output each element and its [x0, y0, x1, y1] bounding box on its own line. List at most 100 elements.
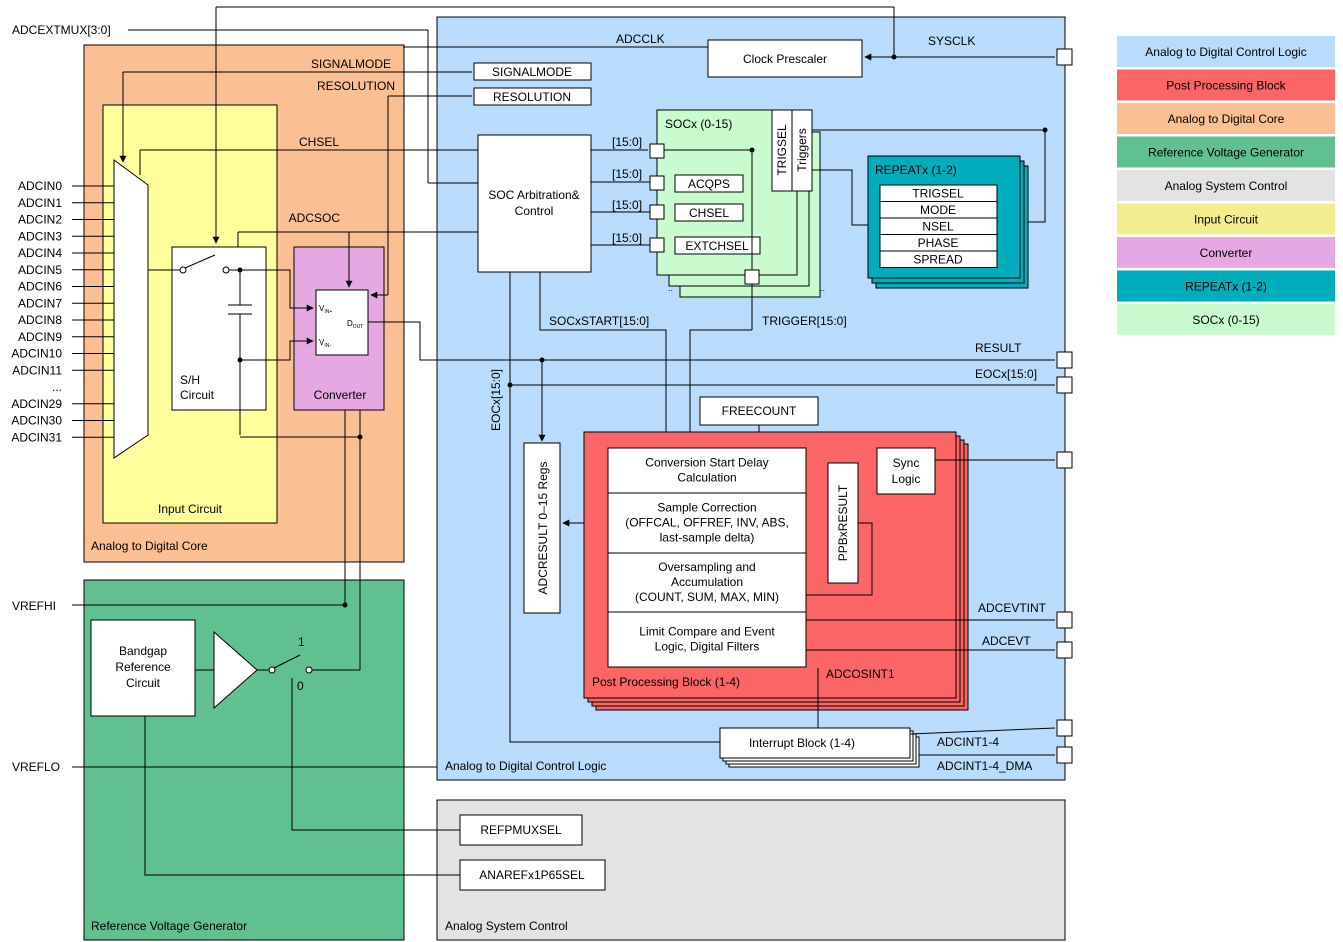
anarefx-label: ANAREFx1P65SEL — [479, 868, 585, 882]
sync-label-2: Logic — [892, 472, 921, 486]
anarefx-reg — [459, 859, 606, 891]
ppb-row-label: (COUNT, SUM, MAX, MIN) — [635, 590, 779, 604]
ppbxresult-reg — [827, 462, 859, 584]
ppb-row — [607, 552, 807, 613]
adcclk-label: ADCCLK — [616, 32, 665, 46]
refpmuxsel-reg — [459, 814, 583, 846]
ppb-row-label: Oversampling and — [658, 560, 755, 574]
svg-text:VIN+: VIN+ — [319, 304, 332, 315]
repeat-register-label: TRIGSEL — [912, 187, 964, 201]
freecount-label: FREECOUNT — [722, 404, 797, 418]
legend-swatch — [1117, 136, 1335, 168]
repeat-register-label: SPREAD — [913, 253, 963, 267]
legend-swatch — [1117, 304, 1335, 335]
legend-item-label: Input Circuit — [1194, 213, 1259, 227]
adcextmux-label: ADCEXTMUX[3:0] — [12, 23, 111, 37]
bandgap-block — [90, 619, 196, 717]
resolution-core-label: RESOLUTION — [317, 79, 395, 93]
svg-text:VIN-: VIN- — [319, 338, 331, 349]
triggers-label: Triggers — [795, 128, 809, 172]
repeat-register-label: PHASE — [918, 236, 959, 250]
eocx-vertical-label: EOCx[15:0] — [489, 369, 503, 431]
adcin-pin-label: ADCIN4 — [18, 246, 62, 260]
legend-swatch — [1117, 203, 1335, 235]
legend-swatch — [1117, 103, 1335, 134]
bandgap-label: Circuit — [126, 676, 161, 690]
ppb-row-label: Sample Correction — [657, 501, 756, 515]
adcevt-label: ADCEVT — [982, 634, 1031, 648]
acqps-label: ACQPS — [688, 177, 730, 191]
control-logic-label: Analog to Digital Control Logic — [445, 759, 606, 773]
sh-label-2: Circuit — [180, 388, 215, 402]
adcint-dma-label: ADCINT1-4_DMA — [937, 759, 1032, 773]
repeat-register — [879, 250, 998, 268]
resolution-reg-label: RESOLUTION — [493, 90, 571, 104]
legend-swatch — [1117, 36, 1335, 67]
triggers-reg — [791, 109, 813, 192]
edge-port — [1056, 746, 1073, 764]
legend-item-label: Analog to Digital Core — [1168, 112, 1285, 126]
ppb-row-label: Logic, Digital Filters — [655, 640, 760, 654]
legend-item-label: Reference Voltage Generator — [1148, 146, 1304, 160]
legend-swatch — [1117, 69, 1335, 101]
legend-swatch — [1117, 270, 1335, 302]
repeat-register-label: MODE — [920, 203, 956, 217]
system-control-label: Analog System Control — [445, 919, 568, 933]
dout-sub: OUT — [353, 324, 364, 330]
legend-item-label: Post Processing Block — [1166, 79, 1286, 93]
edge-port — [1056, 351, 1073, 369]
ppb-row-label: Conversion Start Delay — [645, 456, 768, 470]
interrupt-block-label: Interrupt Block (1-4) — [749, 736, 855, 750]
chsel-reg-label: CHSEL — [689, 206, 729, 220]
reference-buffer — [213, 630, 258, 710]
ref-gen-label: Reference Voltage Generator — [91, 919, 247, 933]
vrefhi-label: VREFHI — [12, 599, 56, 613]
adcin-pin-label: ADCIN6 — [18, 280, 62, 294]
adcint-label: ADCINT1-4 — [937, 735, 999, 749]
legend-swatch — [1117, 237, 1335, 268]
sh-circuit — [171, 246, 267, 411]
extchsel-reg — [674, 236, 761, 255]
adcevtint-label: ADCEVTINT — [978, 601, 1047, 615]
adcin-pin-label: ADCIN31 — [11, 430, 62, 444]
svg-text:DOUT: DOUT — [347, 319, 363, 330]
adcresult-regs — [523, 442, 561, 614]
adcin-pin-label: ADCIN7 — [18, 296, 62, 310]
sysclk-label: SYSCLK — [928, 34, 975, 48]
repeat-title: REPEATx (1-2) — [875, 163, 957, 177]
socxstart-label: SOCxSTART[15:0] — [549, 314, 649, 328]
clock-prescaler-label: Clock Prescaler — [743, 52, 827, 66]
vin-plus-sub: IN+ — [324, 309, 332, 315]
adcin-pin-label: ADCIN3 — [18, 229, 62, 243]
edge-port — [1056, 611, 1073, 629]
adcin-pin-label: ADCIN10 — [11, 347, 62, 361]
legend-item-label: SOCx (0-15) — [1192, 313, 1259, 327]
chsel-core-label: CHSEL — [299, 135, 339, 149]
trigger-label: TRIGGER[15:0] — [762, 314, 847, 328]
vreflo-label: VREFLO — [12, 760, 60, 774]
chsel-reg — [674, 203, 744, 222]
ppb-row-label: (OFFCAL, OFFREF, INV, ABS, — [625, 516, 789, 530]
ppb-rows: Conversion Start DelayCalculationSample … — [607, 447, 807, 668]
signalmode-reg-label: SIGNALMODE — [492, 65, 572, 79]
ppb-row — [607, 611, 807, 668]
legend-item-label: REPEATx (1-2) — [1185, 280, 1267, 294]
ppb-row — [607, 492, 807, 554]
legend-swatch — [1117, 170, 1335, 201]
resolution-reg — [473, 87, 592, 106]
svg-text:..: .. — [668, 283, 673, 293]
result-label: RESULT — [975, 341, 1022, 355]
adcin-pin-label: ADCIN30 — [11, 414, 62, 428]
vin-plus-label: V — [319, 304, 325, 313]
extchsel-label: EXTCHSEL — [685, 239, 749, 253]
vin-minus-sub: IN- — [324, 343, 331, 349]
adcresult-label: ADCRESULT 0–15 Regs — [536, 462, 550, 595]
ppb-row-label: Accumulation — [671, 575, 743, 589]
sync-logic — [876, 447, 936, 495]
adcin-pin-label: ADCIN1 — [18, 196, 62, 210]
acqps-reg — [674, 174, 744, 193]
bus-label-2: [15:0] — [612, 167, 642, 181]
